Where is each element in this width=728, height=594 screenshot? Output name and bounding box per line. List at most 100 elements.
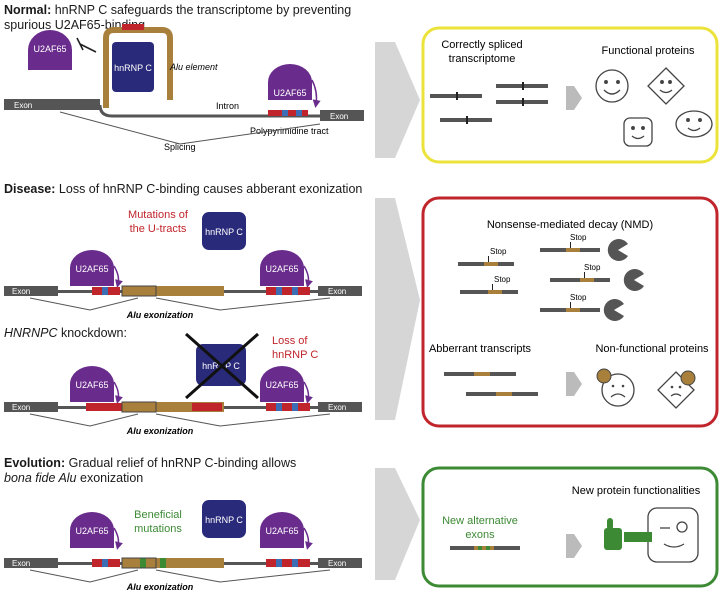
alu-exonization-e: Alu exonization [126,582,194,592]
disease-title: Disease: Loss of hnRNP C-binding causes … [4,182,362,197]
chevron-arrow-evolution [375,468,420,580]
u2af65-label-d2-left: U2AF65 [75,380,108,390]
u2af65-label-e-right: U2AF65 [265,526,298,536]
hnrnpc-box [112,42,154,92]
nmd-title: Nonsense-mediated decay (NMD) [487,219,653,231]
pacman-icon [603,239,644,321]
exon-right [320,110,364,121]
splicing-label: Splicing [164,142,196,152]
nonfunctional-title: Non-functional proteins [595,343,709,355]
evolution-title-line2: exonization [80,471,144,485]
alu-exonization-d1: Alu exonization [126,310,194,320]
stop-label-3: Stop [584,263,601,272]
u2af65-label-d1-left: U2AF65 [75,264,108,274]
beneficial-label-2: mutations [134,523,182,535]
exon-d2-right-label: Exon [328,403,346,412]
nmd-transcripts [458,242,610,312]
chevron-arrow-normal [375,42,420,158]
aberrant-transcripts [444,372,538,396]
hnrnpc-evo-box [202,500,246,538]
small-chevron-normal [566,86,582,110]
u2af65-label-d1-right: U2AF65 [265,264,298,274]
u2af65-arrow-d1-left [113,265,123,288]
hnrnpc-free-box [202,212,246,250]
correctly-spliced-label-1: Correctly spliced [441,39,522,51]
u2af65-blob-e-left [70,512,114,548]
new-functionalities-title: New protein functionalities [572,485,701,497]
chevron-arrow-disease [375,198,420,420]
small-chevron-disease [566,372,582,396]
u2af65-arrow-e-left [113,527,123,550]
py-blue-2 [296,110,302,116]
u2af65-label-right: U2AF65 [273,88,306,98]
evolution-title-bold: Evolution: [4,456,66,470]
u2af65-arrow [311,79,321,108]
u2af65-arrow-d2-left [113,381,123,404]
exon-d2-left-label: Exon [12,403,30,412]
beneficial-label-1: Beneficial [134,509,182,521]
disease-title-bold: Disease: [4,182,56,196]
functional-proteins-label: Functional proteins [602,45,695,57]
exon-left-label: Exon [14,101,32,110]
sad-faces-icon [596,368,696,409]
normal-title-bold: Normal: [4,3,52,17]
exon-d1-right-label: Exon [328,287,346,296]
exon-e-left-label: Exon [12,559,30,568]
stop-label-1: Stop [490,247,507,256]
normal-title-line1: hnRNP C safeguards the transcriptome by … [54,3,352,17]
spliced-transcripts [430,82,548,124]
u2af65-arrow-d1-right [303,265,313,288]
knockdown-rest: knockdown: [60,326,127,340]
u2af65-blob-d2-left [70,366,114,402]
u-tract-top [122,24,144,30]
new-transcript [450,546,520,550]
u2af65-blob-d2-right [260,366,304,402]
hnrnpc-free-label: hnRNP C [205,227,243,237]
u2af65-blob-d1-left [70,250,114,286]
knockdown-gene: HNRNPC [4,326,58,340]
thumbs-up-face-icon [604,507,699,563]
small-chevron-evolution [566,534,582,558]
evolution-title-italic: bona fide Alu [4,471,77,485]
u2af65-arrow-e-right [303,527,313,550]
u2af65-label-e-left: U2AF65 [75,526,108,536]
mutations-label-2: the U-tracts [130,223,187,235]
intron-label: Intron [216,101,239,111]
knockdown-title: HNRNPC knockdown: [4,326,127,341]
disease-title-rest: Loss of hnRNP C-binding causes abberant … [58,182,363,196]
exon-d1-left-label: Exon [12,287,30,296]
py-blue-1 [282,110,288,116]
happy-faces-icon [595,67,713,147]
u2af65-arrow-d2-right [303,381,313,404]
stop-label-5: Stop [570,293,587,302]
inhibition-arrow [76,37,97,53]
evolution-result-box [421,466,719,588]
u2af65-label: U2AF65 [33,44,66,54]
exon-e-right-label: Exon [328,559,346,568]
stop-label-4: Stop [494,275,511,284]
alu-element-label: Alu element [169,62,218,72]
aberrant-title: Abberrant transcripts [429,343,532,355]
exon-left [4,99,100,110]
correctly-spliced-label-2: transcriptome [449,53,516,65]
mutations-label-1: Mutations of [128,209,189,221]
exon-right-label: Exon [330,112,348,121]
new-exons-label-1: New alternative [442,515,518,527]
u2af65-blob-e-right [260,512,304,548]
gene-track-e [4,557,362,583]
splicing-lines [59,111,321,145]
cross-icon [185,332,259,400]
evolution-title: Evolution: Gradual relief of hnRNP C-bin… [4,456,296,486]
alu-exonization-d2: Alu exonization [126,426,194,436]
loss-label-1: Loss of [272,335,308,347]
evolution-title-line1: Gradual relief of hnRNP C-binding allows [68,456,297,470]
new-exons-label-2: exons [465,529,495,541]
u2af65-blob-d1-right [260,250,304,286]
polypyrimidine-label: Polypyrimidine tract [250,126,329,136]
hnrnpc-label: hnRNP C [114,63,152,73]
u2af65-blob-right [268,64,312,100]
gene-track-d1 [4,285,362,311]
stop-label-2: Stop [570,233,587,242]
u2af65-label-d2-right: U2AF65 [265,380,298,390]
